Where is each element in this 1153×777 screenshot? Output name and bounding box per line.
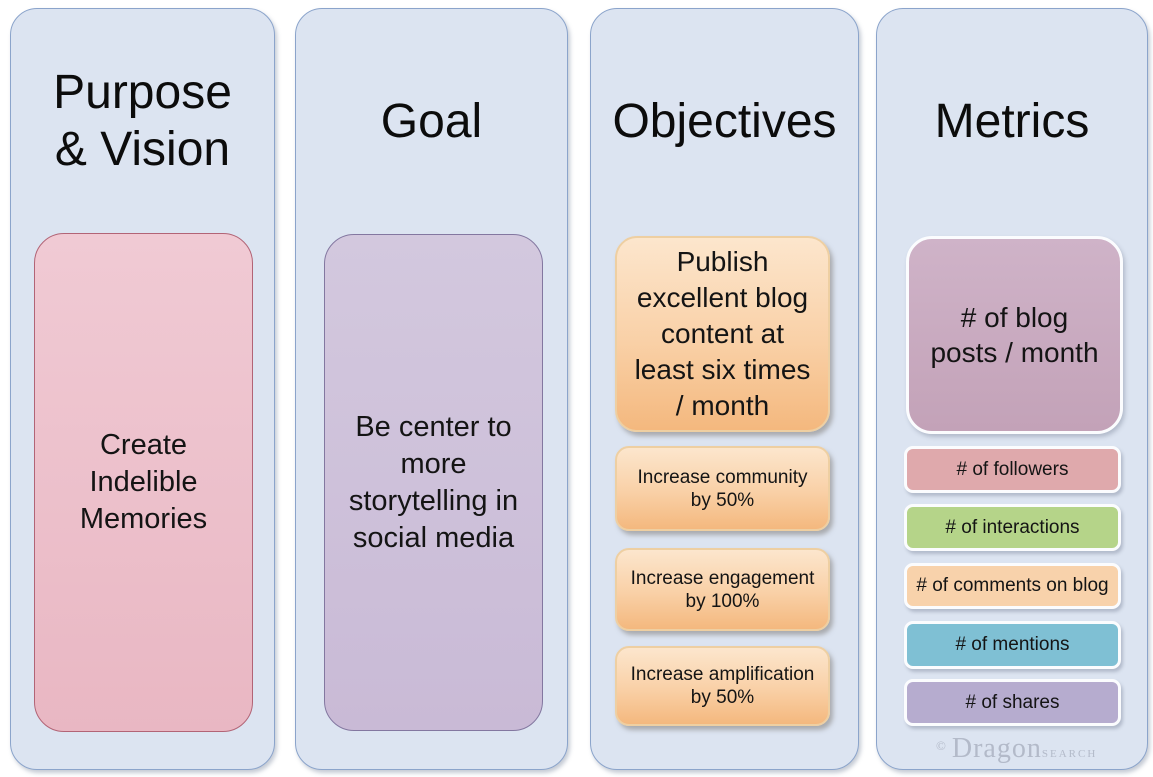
column-title-goal: Goal [380,94,483,148]
metric-box-followers: # of followers [904,446,1121,493]
metric-box-interactions: # of interactions [904,504,1121,551]
metric-box-mentions-text: # of mentions [955,634,1070,655]
metric-box-shares-text: # of shares [965,691,1060,713]
watermark-brand-suffix: SEARCH [1041,748,1098,760]
column-purpose-vision: Purpose & Vision Create Indelible Memori… [10,8,275,770]
dragonsearch-watermark: © Dragon SEARCH [936,733,1136,765]
objective-box-engagement-text: Increase engagement by 100% [630,567,815,612]
metric-box-comments-text: # of comments on blog [916,575,1109,596]
column-metrics: Metrics # of blog posts / month # of fol… [876,8,1148,770]
purpose-vision-box-text: Create Indelible Memories [79,429,208,535]
objective-box-publish: Publish excellent blog content at least … [615,236,830,432]
objective-box-community-text: Increase community by 50% [637,466,808,511]
column-title-metrics: Metrics [934,94,1090,148]
metric-box-blog-posts: # of blog posts / month [906,236,1123,434]
column-goal: Goal Be center to more storytelling in s… [295,8,568,770]
objective-box-amplification: Increase amplification by 50% [615,646,830,726]
column-title-objectives: Objectives [612,94,837,148]
watermark-copyright-symbol: © [936,738,946,753]
metric-box-mentions: # of mentions [904,621,1121,669]
goal-box-text: Be center to more storytelling in social… [348,410,519,554]
objective-box-publish-text: Publish excellent blog content at least … [634,246,811,421]
metric-box-shares: # of shares [904,679,1121,726]
objective-box-engagement: Increase engagement by 100% [615,548,830,631]
objective-box-community: Increase community by 50% [615,446,830,531]
purpose-vision-box: Create Indelible Memories [34,233,253,732]
metric-box-blog-posts-text: # of blog posts / month [930,302,1099,368]
metric-box-followers-text: # of followers [956,458,1069,480]
column-title-purpose-vision: Purpose & Vision [53,66,232,176]
objective-box-amplification-text: Increase amplification by 50% [630,664,815,708]
watermark-brand-name: Dragon [951,733,1042,764]
column-objectives: Objectives Publish excellent blog conten… [590,8,859,770]
metric-box-comments: # of comments on blog [904,563,1121,609]
metric-box-interactions-text: # of interactions [945,516,1080,538]
goal-box: Be center to more storytelling in social… [324,234,543,731]
